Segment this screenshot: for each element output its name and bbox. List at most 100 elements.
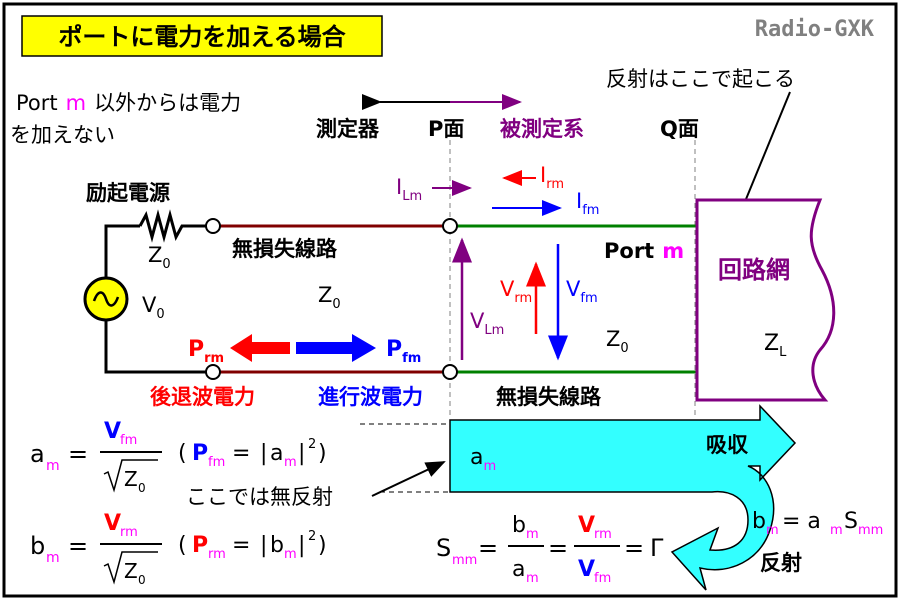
svg-text:): )	[318, 533, 327, 558]
z0-left: Z0	[318, 283, 341, 312]
svg-text:0: 0	[138, 481, 146, 495]
forward-arrow	[296, 334, 376, 362]
svg-text:=: =	[68, 532, 88, 560]
line-label-right: 無損失線路	[496, 385, 602, 409]
power-prm: Prm	[188, 337, 224, 366]
forward-power-label: 進行波電力	[318, 385, 423, 409]
z0-source: Z0	[148, 243, 171, 272]
equation-smm: S mm = b m a m = V rm V fm = Γ	[436, 513, 664, 586]
svg-text:|: |	[298, 441, 305, 466]
backward-power-label: 後退波電力	[150, 385, 255, 409]
svg-text:a: a	[30, 440, 45, 468]
svg-text:V: V	[578, 513, 595, 538]
note-line2: を加えない	[10, 123, 115, 147]
current-irm: Irm	[540, 163, 564, 192]
power-pfm: Pfm	[386, 337, 421, 366]
network-label: 回路網	[718, 256, 790, 284]
equation-bm-right: b m = a m S mm	[752, 509, 883, 538]
equation-am: a m = V fm Z 0 ( P fm = | a m | 2 )	[30, 419, 327, 495]
line-label-left: 無損失線路	[232, 237, 338, 261]
svg-text:V: V	[578, 557, 595, 582]
current-ifm: Ifm	[576, 189, 599, 218]
p-plane-label: P面	[428, 117, 464, 141]
current-ilm: ILm	[396, 175, 422, 204]
svg-text:m: m	[766, 523, 779, 538]
z0-right: Z0	[606, 327, 629, 356]
svg-text:m: m	[284, 547, 297, 562]
no-reflect-label: ここでは無反射	[186, 485, 333, 509]
flow-band	[449, 404, 797, 591]
svg-text:=: =	[68, 440, 88, 468]
svg-text:rm: rm	[120, 525, 138, 540]
resistor	[138, 209, 206, 243]
v0-label: V0	[142, 293, 165, 322]
svg-text:m: m	[284, 455, 297, 470]
reflect-label: 反射	[760, 551, 802, 575]
svg-text:= a: = a	[782, 509, 821, 534]
svg-text:m: m	[526, 571, 539, 586]
svg-text:P: P	[192, 533, 208, 558]
svg-text:b: b	[30, 532, 45, 560]
voltage-vfm: Vfm	[566, 277, 598, 306]
svg-text:Z: Z	[124, 559, 138, 583]
brand-text: Radio-GXK	[755, 17, 875, 42]
svg-text:b: b	[270, 533, 284, 558]
svg-text:2: 2	[308, 529, 316, 544]
svg-text:|: |	[298, 533, 305, 558]
zl-label: ZL	[764, 331, 787, 360]
title-box	[21, 15, 383, 57]
sine-icon	[92, 291, 120, 307]
svg-text:a: a	[270, 441, 283, 466]
svg-text:a: a	[512, 557, 525, 582]
svg-text:m: m	[46, 550, 60, 566]
svg-text:=: =	[624, 534, 644, 562]
voltage-vrm: Vrm	[500, 277, 532, 306]
svg-text:2: 2	[308, 437, 316, 452]
source-wire-top	[104, 224, 140, 278]
svg-text:P: P	[192, 441, 208, 466]
svg-text:mm: mm	[452, 553, 477, 568]
svg-text:=: =	[232, 533, 250, 558]
source-label: 励起電源	[86, 181, 170, 205]
no-reflect-arrow	[371, 461, 446, 497]
terminal	[205, 218, 221, 234]
dut-label: 被測定系	[500, 117, 584, 141]
equation-bm: b m = V rm Z 0 ( P rm = | b m | 2 )	[30, 511, 327, 587]
voltage-vlm: VLm	[470, 309, 504, 338]
svg-text:Z: Z	[124, 467, 138, 491]
svg-text:=: =	[232, 441, 250, 466]
svg-text:=: =	[548, 534, 568, 562]
svg-text:mm: mm	[858, 523, 883, 538]
svg-text:m: m	[46, 458, 60, 474]
svg-text:V: V	[104, 419, 121, 444]
terminal	[442, 218, 458, 234]
q-plane-label: Q面	[660, 117, 699, 141]
svg-text:b: b	[752, 509, 766, 534]
svg-text:b: b	[512, 513, 526, 538]
flow-a: am	[470, 445, 496, 474]
svg-text:V: V	[104, 511, 121, 536]
terminal	[442, 364, 458, 380]
svg-text:(: (	[178, 441, 187, 466]
meter-label: 測定器	[316, 117, 380, 141]
backward-arrow	[230, 334, 290, 362]
svg-text:Γ: Γ	[650, 534, 664, 562]
network-box	[695, 198, 836, 402]
svg-text:0: 0	[138, 573, 146, 587]
svg-text:fm: fm	[208, 455, 225, 470]
svg-text:(: (	[178, 533, 187, 558]
absorb-label: 吸収	[706, 433, 749, 457]
reflect-note: 反射はここで起こる	[606, 67, 795, 91]
svg-text:S: S	[844, 509, 858, 534]
svg-text:m: m	[526, 527, 539, 542]
svg-text:fm: fm	[120, 433, 137, 448]
svg-text:|: |	[260, 441, 267, 466]
svg-text:m: m	[830, 523, 843, 538]
svg-text:fm: fm	[594, 571, 611, 586]
svg-text:rm: rm	[208, 547, 226, 562]
